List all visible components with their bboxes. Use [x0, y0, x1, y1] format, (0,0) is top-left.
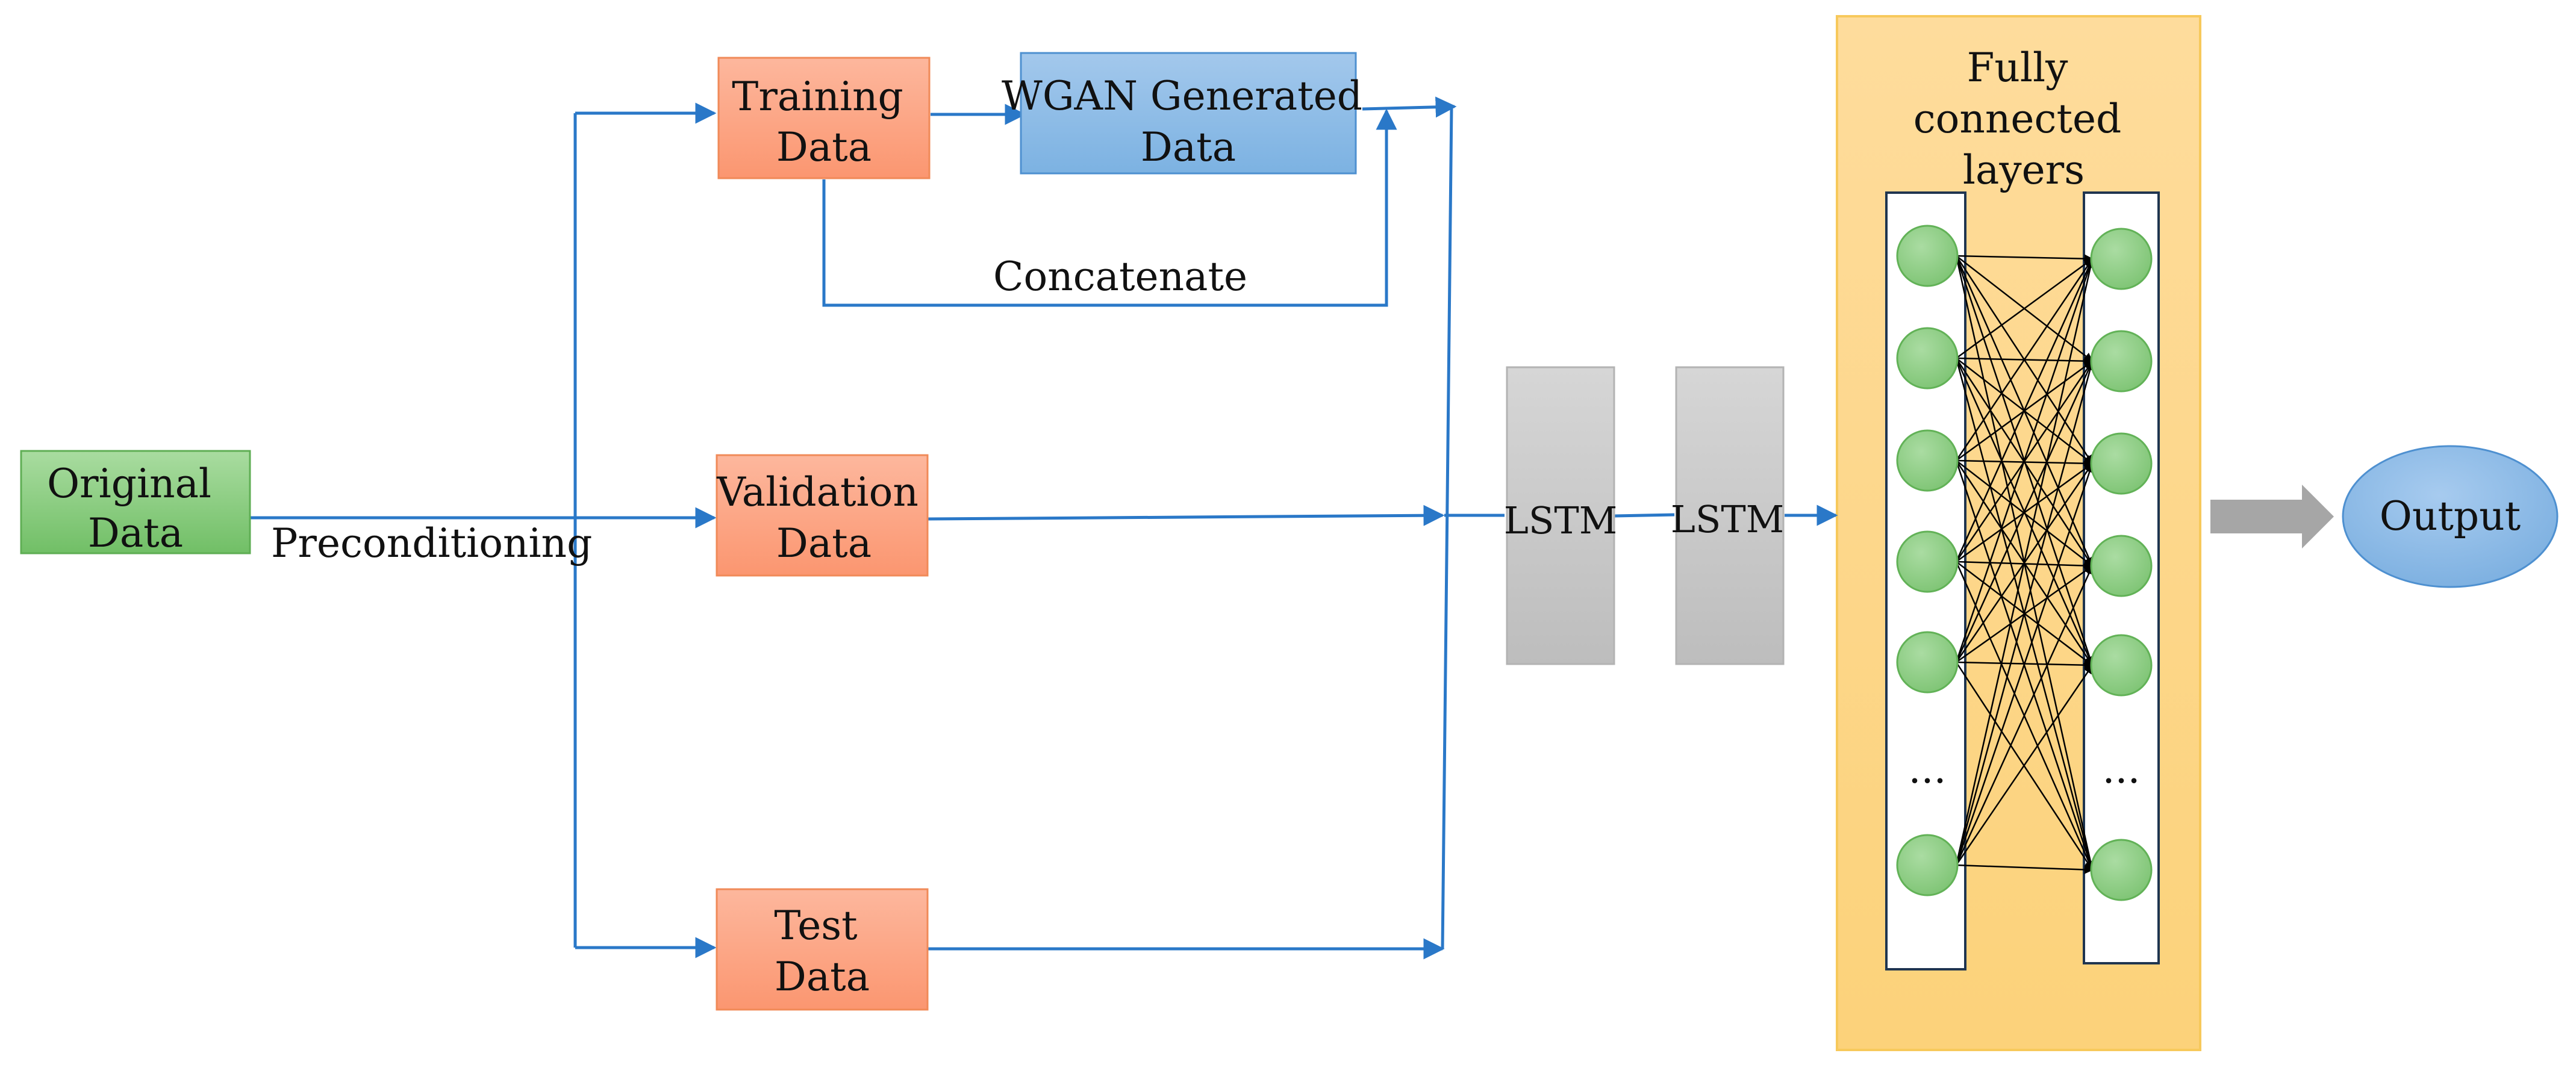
fc-edge-1-0	[1956, 258, 2094, 359]
fc-right-neuron-3	[2090, 535, 2153, 597]
node-test-box	[716, 888, 929, 1011]
edge-lstm1-to-lstm2	[1614, 513, 1675, 518]
test-line-2: Data	[775, 954, 870, 1000]
fc-right-neuron-4	[2090, 634, 2153, 697]
edge-concatenate	[822, 108, 1397, 307]
fc-left-neuron-2	[1896, 429, 1959, 492]
node-original-data-box	[20, 450, 251, 554]
training-line-1: Training	[732, 73, 903, 120]
training-line-2: Data	[776, 124, 872, 170]
node-lstm-2-label: LSTM	[1671, 497, 1784, 541]
fc-left-ellipsis: ...	[1909, 746, 1947, 792]
fc-left-neuron-1	[1896, 327, 1959, 390]
fc-title-line-3: layers	[1963, 147, 2085, 193]
node-wgan-generated-data: WGAN Generated Data	[1002, 52, 1375, 175]
node-wgan-label: WGAN Generated Data	[1002, 73, 1375, 170]
fc-edge-2-0	[1955, 258, 2094, 461]
node-output: Output	[2342, 445, 2559, 588]
edge-label-concatenate: Concatenate	[993, 253, 1247, 300]
node-training-data: Training Data	[717, 57, 931, 179]
big-arrow-icon	[2210, 485, 2334, 548]
fc-left-neuron-3	[1896, 530, 1959, 593]
fc-right-neuron-0	[2090, 228, 2153, 290]
fc-edge-4-0	[1955, 258, 2094, 663]
fc-edge-3-0	[1955, 258, 2094, 562]
fc-edge-0-0	[1956, 254, 2094, 264]
node-lstm-1-box	[1506, 366, 1615, 665]
node-training-data-label: Training Data	[732, 73, 915, 170]
validation-line-1: Validation	[716, 469, 918, 515]
fc-edge-4-1	[1955, 360, 2094, 663]
fc-edge-5-1	[1955, 360, 2095, 866]
node-lstm-2: LSTM	[1671, 366, 1785, 665]
fc-edge-5-4	[1955, 664, 2094, 866]
fc-connections	[1955, 254, 2095, 875]
validation-line-2: Data	[776, 520, 872, 567]
fc-edge-5-0	[1955, 258, 2095, 866]
node-original-data: Original Data	[20, 450, 251, 556]
test-line-1: Test	[774, 902, 857, 949]
node-validation-box	[716, 454, 929, 577]
node-validation-data: Validation Data	[716, 454, 931, 577]
fc-edge-5-3	[1955, 565, 2094, 866]
fc-left-neuron-0	[1896, 225, 1959, 287]
node-lstm-1: LSTM	[1504, 366, 1617, 665]
node-lstm-1-label: LSTM	[1504, 498, 1617, 542]
fc-title: Fully connected layers	[1913, 45, 2135, 193]
node-validation-label: Validation Data	[716, 469, 931, 567]
node-wgan-box	[1020, 52, 1357, 175]
fc-right-neuron-1	[2090, 330, 2153, 393]
fc-edge-5-5	[1956, 864, 2094, 875]
original-line-1: Original	[47, 461, 211, 507]
wgan-line-2: Data	[1141, 124, 1236, 170]
node-output-label: Output	[2380, 493, 2521, 539]
fc-left-neuron-4	[1896, 631, 1959, 694]
fc-right-neuron-2	[2090, 432, 2153, 495]
edge-merge-vertical	[1441, 106, 1453, 949]
flow-connectors	[250, 96, 1838, 960]
node-output-ellipse	[2342, 445, 2559, 588]
fc-left-neuron-5	[1896, 834, 1959, 896]
edge-validation-to-merge	[927, 505, 1445, 526]
fc-title-line-2: connected	[1913, 96, 2122, 142]
edge-label-preconditioning: Preconditioning	[271, 520, 592, 567]
node-original-data-label: Original Data	[47, 461, 224, 556]
fc-neurons	[1896, 225, 2153, 901]
fc-right-ellipsis: ...	[2103, 746, 2141, 792]
fc-right-neuron-5	[2090, 839, 2153, 901]
edge-wgan-to-merge	[1362, 96, 1457, 118]
node-test-data: Test Data	[716, 888, 929, 1011]
node-training-data-box	[717, 57, 931, 179]
wgan-line-1: WGAN Generated	[1002, 73, 1362, 119]
fc-title-line-1: Fully	[1967, 45, 2069, 91]
node-test-label: Test Data	[774, 902, 870, 1000]
node-lstm-2-box	[1675, 366, 1785, 665]
fc-edge-5-2	[1955, 462, 2094, 866]
original-line-2: Data	[88, 510, 183, 556]
